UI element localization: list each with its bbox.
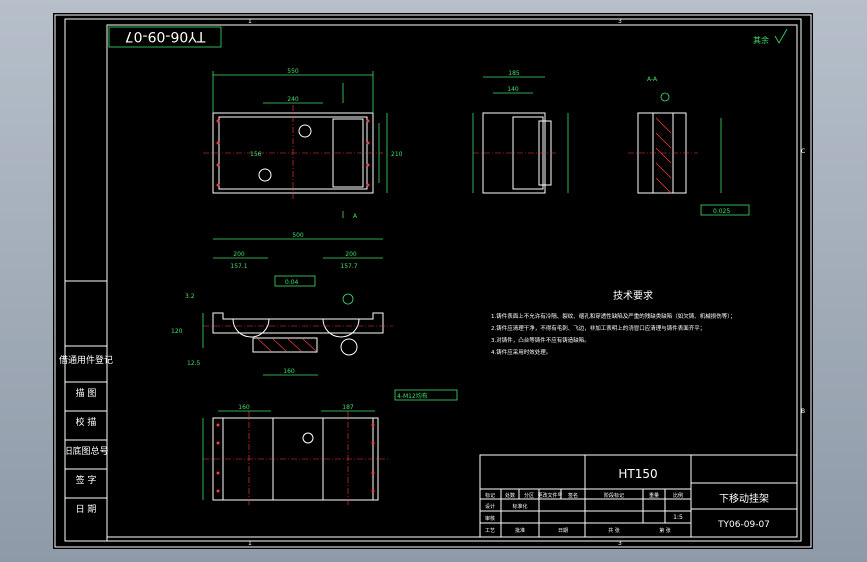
dim-label: 550: [287, 68, 299, 75]
dim-label: 187: [342, 404, 354, 411]
side-cell: 借通用件登记: [59, 354, 113, 366]
side-cell: 校 描: [76, 416, 97, 428]
tb-label: 签名: [568, 492, 578, 499]
dim-label: 156: [250, 151, 262, 158]
inner-border: [64, 18, 802, 542]
tb-label: 处数: [505, 492, 515, 499]
bottom-view[interactable]: 160 187 4-M12均布: [202, 389, 458, 507]
section-label: A-A: [647, 76, 658, 83]
tech-title: 技术要求: [613, 289, 653, 302]
dim-label: 210: [391, 151, 403, 158]
mirrored-code: TY06-09-07: [125, 28, 207, 44]
side-cell: 签 字: [76, 474, 97, 486]
side-cell: 日 期: [76, 504, 97, 515]
dim-label: 240: [287, 96, 299, 103]
dim-label: 160: [283, 368, 295, 375]
title-block: HT150 下移动挂架 TY06-09-07 标记 处数 分区 更改文件号 签名…: [479, 454, 798, 538]
side-registration-column: 借通用件登记 描 图 校 描 旧底图总号 签 字 日 期: [59, 280, 113, 542]
dim-label: 140: [507, 86, 519, 93]
tech-item: 3.对铸件，凸台等铸件不应有铸造缺陷。: [491, 336, 590, 344]
frame-letter: C: [801, 148, 805, 155]
section-label: A: [353, 213, 358, 220]
roughness-note: 其余: [753, 35, 769, 45]
middle-section-view[interactable]: 500 200 200 157.1 157.7 0.04 160 3.2 12.…: [171, 232, 393, 376]
frame-letter: B: [801, 408, 805, 415]
roughness-icon: [774, 28, 788, 44]
dim-label: 185: [508, 70, 520, 77]
dim-label: 120: [171, 328, 183, 335]
frame-number: 3: [618, 18, 622, 25]
scale-value: 1:5: [673, 514, 683, 521]
tb-label: 工艺: [485, 528, 495, 534]
tolerance-frame: 0.025: [713, 208, 730, 215]
dim-label: 200: [233, 251, 245, 258]
dim-label: 500: [292, 232, 304, 239]
tech-item: 1.铸件表面上不允许有冷隔、裂纹、缩孔和穿透性缺陷及严重的残缺类缺陷（如欠铸、机…: [491, 312, 736, 320]
dim-label: 157.1: [230, 263, 247, 270]
frame-number: 1: [248, 18, 252, 25]
drawing-code: TY06-09-07: [717, 520, 770, 530]
tb-label: 重量: [649, 492, 659, 499]
tolerance-frame: 0.04: [285, 279, 299, 286]
drawing-frame: [106, 24, 798, 538]
dim-label: 3.2: [185, 293, 195, 300]
tb-label: 阶段标记: [604, 492, 624, 499]
cad-viewport[interactable]: 1 3 1 3 C B TY06-09-07 其余 借通用件登记 描 图 校 描…: [53, 13, 813, 549]
tb-label: 审核: [485, 515, 495, 522]
tech-requirements: 技术要求 1.铸件表面上不允许有冷隔、裂纹、缩孔和穿透性缺陷及严重的残缺类缺陷（…: [491, 289, 736, 356]
side-cell: 描 图: [76, 387, 97, 399]
drawing-title: 下移动挂架: [719, 492, 769, 505]
tb-label: 日期: [558, 528, 568, 534]
dim-label: 200: [345, 251, 357, 258]
tb-label: 第 张: [659, 527, 671, 534]
dim-label: 157.7: [340, 263, 357, 270]
material-label: HT150: [618, 467, 657, 481]
tb-label: 更改文件号: [537, 492, 562, 499]
frame-number: 1: [248, 540, 252, 547]
tech-item: 4.铸件应采用时效处理。: [491, 348, 551, 356]
drawing-canvas[interactable]: 1 3 1 3 C B TY06-09-07 其余 借通用件登记 描 图 校 描…: [53, 13, 813, 549]
hole-callout: 4-M12均布: [397, 392, 428, 400]
outer-border: [54, 14, 812, 548]
tb-label: 分区: [524, 492, 534, 499]
code-box: [108, 26, 222, 48]
side-view[interactable]: 185 140: [472, 70, 569, 194]
tb-label: 标记: [485, 492, 495, 499]
tb-label: 设计: [485, 503, 495, 510]
tb-label: 批准: [515, 527, 525, 534]
frame-number: 3: [618, 540, 622, 547]
side-cell: 旧底图总号: [63, 445, 108, 457]
section-view[interactable]: A-A 0.025: [628, 76, 750, 216]
tb-label: 比例: [673, 492, 683, 499]
dim-label: 12.5: [187, 360, 201, 367]
tb-label: 共 张: [608, 527, 620, 534]
dim-label: 160: [238, 404, 250, 411]
front-view[interactable]: 550 240 210 156 A: [203, 68, 403, 220]
tech-item: 2.铸件应清理干净，不得有毛刺、飞边，非加工表明上的浇冒口应清理与铸件表面齐平；: [491, 324, 705, 332]
tb-label: 标准化: [512, 503, 527, 510]
